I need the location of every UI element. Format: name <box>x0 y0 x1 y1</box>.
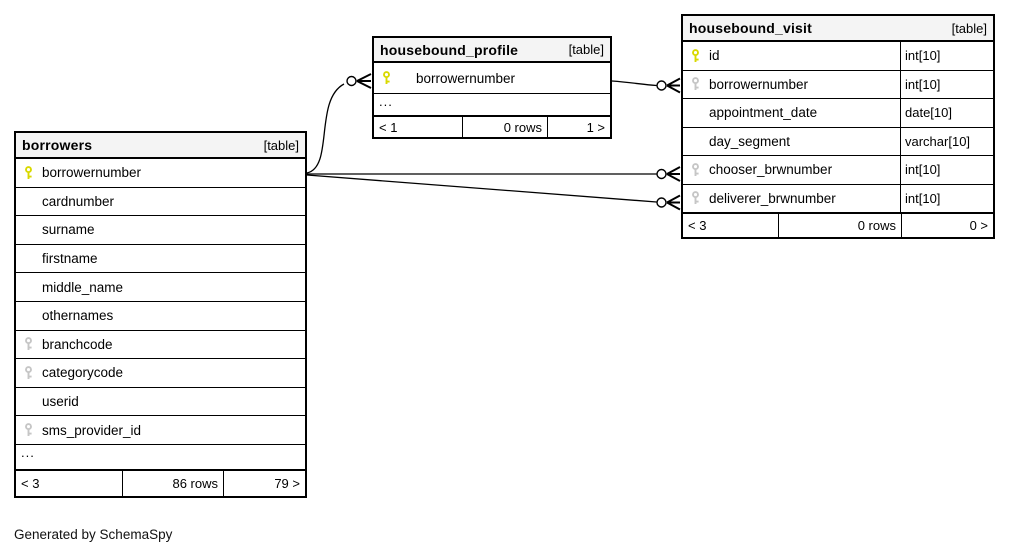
column-row-middle_name: middle_name <box>16 273 305 302</box>
parents-count: < 3 <box>16 470 123 496</box>
table-title[interactable]: borrowers <box>22 137 93 153</box>
relationship-borrowers-housebound_visit-chooser <box>307 166 681 182</box>
column-name: chooser_brwnumber <box>709 162 833 178</box>
primary-key-icon <box>683 48 709 63</box>
column-list: borrowernumber cardnumber surname firstname… <box>16 159 305 470</box>
table-title[interactable]: housebound_visit <box>689 20 812 36</box>
column-name: borrowernumber <box>709 76 809 92</box>
relationship-housebound_profile-housebound_visit <box>611 77 681 94</box>
table-footer: < 3 86 rows 79 > <box>16 469 305 496</box>
column-row-surname: surname <box>16 216 305 245</box>
column-row-appointment_date: appointment_date date[10] <box>683 99 993 128</box>
table-footer: < 1 0 rows 1 > <box>374 116 610 137</box>
column-row-borrowernumber: borrowernumber <box>16 159 305 188</box>
primary-key-icon <box>16 165 42 180</box>
column-row-sms_provider_id: sms_provider_id <box>16 416 305 445</box>
column-row-borrowernumber: borrowernumber int[10] <box>683 70 993 99</box>
column-name: firstname <box>42 251 98 267</box>
entity-table-housebound-profile[interactable]: housebound_profile [table] borrowernumbe… <box>372 36 612 139</box>
children-count: 79 > <box>274 475 300 491</box>
relationship-borrowers-housebound_profile <box>306 73 372 174</box>
column-type: varchar[10] <box>900 127 993 155</box>
column-name: branchcode <box>42 336 113 352</box>
column-row-chooser_brwnumber: chooser_brwnumber int[10] <box>683 156 993 185</box>
table-type-tag: [table] <box>263 137 299 153</box>
column-row-othernames: othernames <box>16 302 305 331</box>
children-count: 0 > <box>969 218 988 233</box>
column-name: cardnumber <box>42 193 115 209</box>
column-name: id <box>709 48 720 64</box>
column-name: appointment_date <box>709 105 818 121</box>
column-row-cardnumber: cardnumber <box>16 188 305 217</box>
table-footer: < 3 0 rows 0 > <box>683 213 993 237</box>
column-row-borrowernumber: borrowernumber <box>374 63 610 94</box>
relationship-borrowers-housebound_visit-deliverer <box>306 174 681 211</box>
table-header: housebound_profile [table] <box>374 38 610 63</box>
column-type: int[10] <box>900 42 993 70</box>
table-type-tag: [table] <box>568 42 604 57</box>
table-header: housebound_visit [table] <box>683 16 993 42</box>
column-name: day_segment <box>709 133 791 149</box>
foreign-key-icon <box>16 337 42 351</box>
children-count: 1 > <box>586 119 605 135</box>
row-count: 0 rows <box>779 214 902 237</box>
column-type: date[10] <box>900 99 993 127</box>
column-type: int[10] <box>900 156 993 184</box>
column-name: userid <box>42 394 79 410</box>
column-type: int[10] <box>900 70 993 98</box>
parents-count: < 1 <box>374 117 463 137</box>
table-header: borrowers [table] <box>16 133 305 159</box>
table-type-tag: [table] <box>951 20 987 36</box>
foreign-key-icon <box>16 366 42 380</box>
foreign-key-icon <box>683 162 709 177</box>
ellipsis-row: ... <box>374 94 610 116</box>
column-name: surname <box>42 222 95 238</box>
primary-key-icon <box>374 71 416 85</box>
column-name: sms_provider_id <box>42 422 142 438</box>
column-row-day_segment: day_segment varchar[10] <box>683 127 993 156</box>
column-name: middle_name <box>42 279 124 295</box>
column-row-deliverer_brwnumber: deliverer_brwnumber int[10] <box>683 184 993 213</box>
column-name: borrowernumber <box>416 70 516 86</box>
row-count: 86 rows <box>123 470 224 496</box>
column-type: int[10] <box>900 184 993 212</box>
table-title[interactable]: housebound_profile <box>380 41 519 58</box>
foreign-key-icon <box>683 191 709 205</box>
column-row-branchcode: branchcode <box>16 331 305 360</box>
generated-by-note: Generated by SchemaSpy <box>14 527 173 542</box>
column-row-userid: userid <box>16 388 305 417</box>
column-list: borrowernumber... <box>374 63 610 116</box>
column-row-categorycode: categorycode <box>16 359 305 388</box>
foreign-key-icon <box>16 423 42 437</box>
column-row-firstname: firstname <box>16 245 305 274</box>
ellipsis-row: ... <box>16 445 305 470</box>
column-name: othernames <box>42 308 114 324</box>
column-name: deliverer_brwnumber <box>709 190 836 206</box>
entity-table-borrowers[interactable]: borrowers [table] borrowernumber cardnumb… <box>14 131 307 498</box>
column-name: categorycode <box>42 365 124 381</box>
parents-count: < 3 <box>683 214 779 237</box>
foreign-key-icon <box>683 77 709 91</box>
column-row-id: id int[10] <box>683 42 993 71</box>
column-name: borrowernumber <box>42 165 142 181</box>
row-count: 0 rows <box>463 117 548 137</box>
